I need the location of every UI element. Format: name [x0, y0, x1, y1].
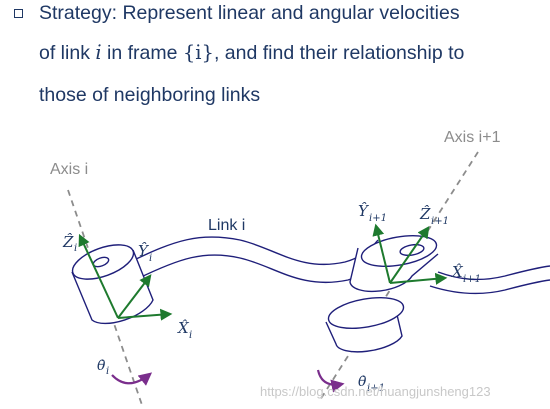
link-label: Link i [208, 217, 245, 234]
link-body [129, 236, 550, 295]
bullet-text-3: those of neighboring links [39, 84, 261, 106]
frame-i-y-vector [117, 274, 152, 319]
frame-i1-y-vector [372, 223, 391, 284]
theta-i-rotation-arrow [111, 372, 153, 386]
svg-text:Ŷ: Ŷ [138, 242, 150, 260]
svg-text:X̂: X̂ [177, 319, 190, 337]
frame-i1-x-label: X̂ i+1 [451, 263, 481, 285]
frame-i1-axes [372, 223, 448, 285]
joint-i1-lower-cylinder [325, 297, 405, 353]
svg-text:Ẑ: Ẑ [419, 205, 431, 223]
axis-i1-label: Axis i+1 [444, 129, 501, 146]
watermark-text: https://blog.csdn.net/huangjunsheng123 [260, 384, 491, 399]
svg-text:i: i [189, 330, 192, 341]
bullet-line-3: those of neighboring links [39, 84, 260, 106]
svg-text:i+1: i+1 [431, 216, 449, 227]
svg-text:i+1: i+1 [369, 213, 387, 224]
bullet-text-2b: in frame [101, 42, 183, 64]
svg-text:i: i [74, 243, 77, 254]
bullet-line-2: of link i in frame {i}, and find their r… [39, 41, 465, 65]
square-bullet-icon [14, 9, 23, 18]
svg-text:θ̇: θ̇ [97, 358, 106, 374]
frame-set-symbol: {i} [182, 41, 214, 64]
bullet-line-1: Strategy: Represent linear and angular v… [39, 2, 460, 24]
svg-text:Ŷ: Ŷ [358, 202, 370, 220]
axis-i-label: Axis i [50, 161, 88, 178]
joint-i-cylinder [71, 244, 154, 325]
frame-i1-y-label: Ŷ i+1 [358, 202, 387, 224]
frame-i-x-vector [117, 308, 173, 321]
theta-i1-label: θ̇ i+1 [358, 374, 385, 394]
svg-text:i: i [149, 253, 152, 264]
frame-i-z-vector [78, 233, 119, 319]
bullet-text-2a: of link [39, 42, 96, 64]
frame-i1-z-label: Ẑ i+1 [419, 205, 449, 227]
svg-text:i: i [106, 366, 109, 377]
svg-text:X̂: X̂ [451, 263, 464, 281]
link-index-symbol: i [95, 41, 102, 64]
theta-i-label: θ̇ i [97, 358, 109, 377]
frame-i-x-label: X̂ i [177, 319, 192, 341]
frame-i-axes [78, 233, 173, 321]
svg-text:i+1: i+1 [463, 274, 481, 285]
frame-i1-z-vector [389, 226, 430, 284]
frame-i-y-label: Ŷ i [138, 242, 152, 264]
svg-text:Ẑ: Ẑ [62, 233, 74, 251]
frame-i-z-label: Ẑ i [62, 233, 77, 254]
bullet-text-1: Strategy: Represent linear and angular v… [39, 2, 460, 24]
svg-text:θ̇: θ̇ [358, 374, 367, 390]
svg-text:i+1: i+1 [367, 383, 385, 394]
frame-i1-x-vector [389, 272, 448, 285]
bullet-text-2c: , and find their relationship to [213, 42, 465, 64]
theta-i1-rotation-arrow [316, 369, 345, 393]
